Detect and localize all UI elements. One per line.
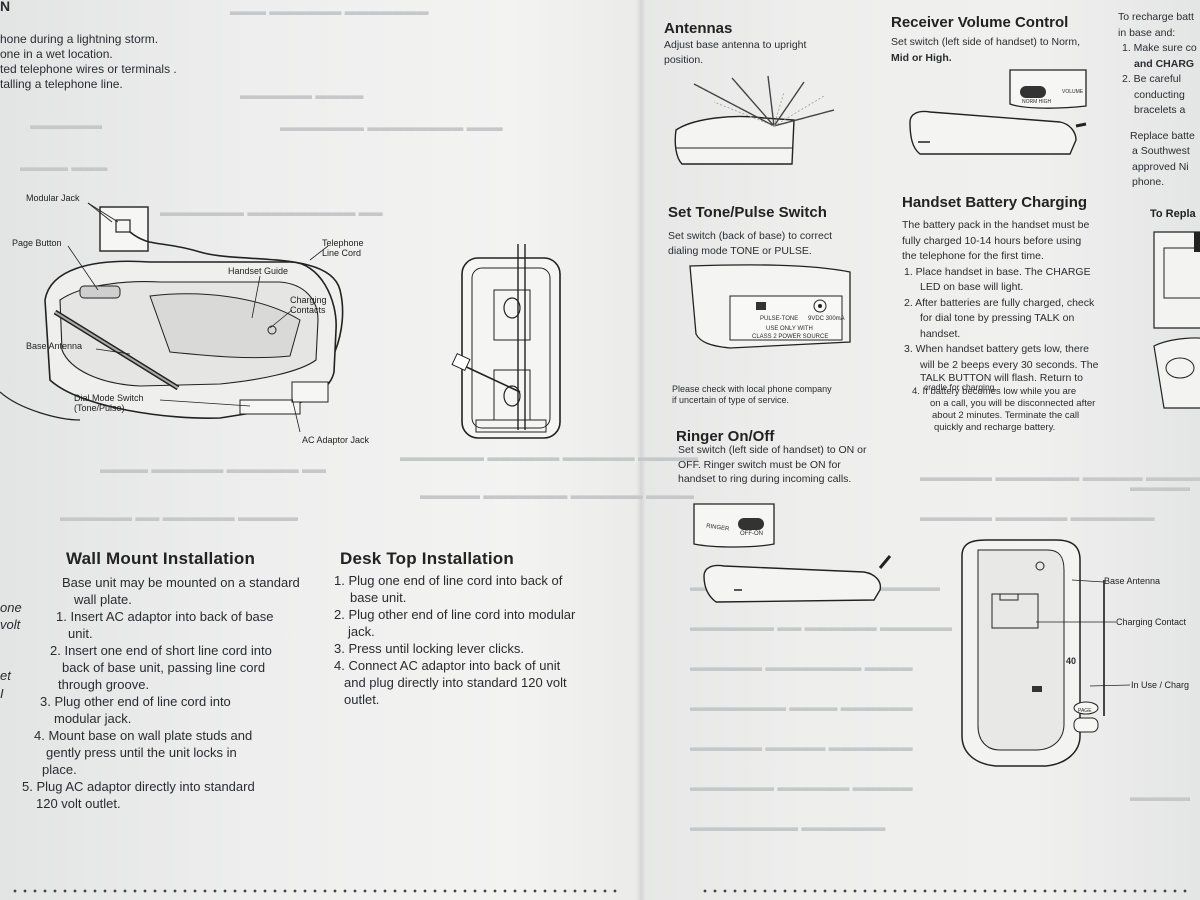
step-line: handset. [902,327,1098,343]
margin-fragment: et [0,667,11,684]
desk-top-title: Desk Top Installation [340,549,514,569]
battery-charging-body: The battery pack in the handset must be … [902,218,1098,392]
desk-top-instructions: 1. Plug one end of line cord into back o… [334,572,614,708]
panel-label-voltage: 9VDC 300mA [808,316,845,322]
step-line: 3. Press until locking lever clicks. [334,640,614,657]
perforation-left [10,888,620,894]
body-line: Set switch (left side of handset) to Nor… [891,34,1080,50]
receiver-volume-body: Set switch (left side of handset) to Nor… [891,34,1080,66]
receiver-volume-title: Receiver Volume Control [891,14,1068,31]
margin-fragment: I [0,685,4,702]
step-line: LED on base will light. [902,280,1098,296]
step-line: outlet. [334,691,614,708]
body-line: position. [664,53,806,68]
step-line: 1. Insert AC adaptor into back of base [22,608,322,625]
battery-charging-title: Handset Battery Charging [902,194,1087,211]
margin-fragment: volt [0,616,20,633]
margin-fragment: one [0,599,22,616]
antenna-positions-illustration [664,78,864,178]
panel-label-use-only: USE ONLY WITH [766,326,813,332]
ringer-body: Set switch (left side of handset) to ON … [678,443,867,487]
step-line: about 2 minutes. Terminate the call [912,410,1095,422]
note-line: approved Ni [1118,160,1200,176]
note-line: 1. Make sure co [1118,41,1200,57]
note-line: 2. Be careful [1118,72,1200,88]
handset-leader-lines [1000,560,1200,760]
step-line: back of base unit, passing line cord [22,659,322,676]
step-line: 2. Insert one end of short line cord int… [22,642,322,659]
tone-pulse-body: Set switch (back of base) to correct dia… [668,229,832,259]
panel-label-class2: CLASS 2 POWER SOURCE [752,334,828,340]
intro-line: fully charged 10-14 hours before using [902,234,1098,250]
step-line: 3. Plug other end of line cord into [22,693,322,710]
step-line: 2. Plug other end of line cord into modu… [334,606,614,623]
volume-switch-label-volume: VOLUME [1062,89,1083,95]
panel-label-pulse-tone: PULSE-TONE [760,316,798,322]
wall-mount-title: Wall Mount Installation [66,549,255,569]
step-line: gently press until the unit locks in [22,744,322,761]
note-line: a Southwest [1118,144,1200,160]
step-line: 5. Plug AC adaptor directly into standar… [22,778,322,795]
step-line: 3. When handset battery gets low, there [902,342,1098,358]
step-line: 4. Connect AC adaptor into back of unit [334,657,614,674]
handset-volume-illustration [900,66,1120,176]
step-line: jack. [334,623,614,640]
recharge-note: To recharge batt in base and: 1. Make su… [1118,10,1200,191]
step-line: quickly and recharge battery. [912,422,1095,434]
to-replace-title: To Repla [1150,208,1196,220]
intro-line: Base unit may be mounted on a standard [22,574,322,591]
perforation-right [700,888,1190,894]
step-line: on a call, you will be disconnected afte… [912,398,1095,410]
note-line: in base and: [1118,26,1200,42]
body-line: handset to ring during incoming calls. [678,472,867,487]
note-line: bracelets a [1118,103,1200,119]
body-line: Mid or High. [891,50,1080,66]
intro-line: wall plate. [22,591,322,608]
step-line: 4. Mount base on wall plate studs and [22,727,322,744]
step-line: modular jack. [22,710,322,727]
battery-charging-step4: 4. If battery becomes low while you are … [912,386,1095,434]
note-line: To recharge batt [1118,10,1200,26]
body-line: Set switch (back of base) to correct [668,229,832,244]
body-line: Adjust base antenna to upright [664,38,806,53]
step-line: place. [22,761,322,778]
step-line: 1. Place handset in base. The CHARGE [902,265,1098,281]
wall-mount-back-illustration [0,0,640,460]
service-note: Please check with local phone company if… [672,384,832,406]
body-line: OFF. Ringer switch must be ON for [678,458,867,473]
step-line: will be 2 beeps every 30 seconds. The [902,358,1098,374]
volume-switch-label-norm: NORM HIGH [1022,99,1051,105]
body-line: Set switch (left side of handset) to ON … [678,443,867,458]
step-line: 1. Plug one end of line cord into back o… [334,572,614,589]
wall-mount-instructions: Base unit may be mounted on a standard w… [22,574,322,812]
body-line: dialing mode TONE or PULSE. [668,244,832,259]
step-line: unit. [22,625,322,642]
tone-pulse-title: Set Tone/Pulse Switch [668,204,827,221]
antennas-title: Antennas [664,20,732,37]
ringer-switch-label-off-on: OFF-ON [740,531,763,537]
step-line: 120 volt outlet. [22,795,322,812]
note-line: Please check with local phone company [672,384,832,395]
step-line: 4. If battery becomes low while you are [912,386,1095,398]
step-line: through groove. [22,676,322,693]
note-line: phone. [1118,175,1200,191]
handset-ringer-illustration [694,496,914,606]
note-line: if uncertain of type of service. [672,395,832,406]
step-line: for dial tone by pressing TALK on [902,311,1098,327]
note-line: and CHARG [1118,57,1200,73]
note-line: Replace batte [1118,129,1200,145]
note-line: conducting [1118,88,1200,104]
antennas-body: Adjust base antenna to upright position. [664,38,806,68]
step-line: base unit. [334,589,614,606]
intro-line: the telephone for the first time. [902,249,1098,265]
step-line: and plug directly into standard 120 volt [334,674,614,691]
battery-replace-illustration [1150,228,1200,418]
intro-line: The battery pack in the handset must be [902,218,1098,234]
step-line: 2. After batteries are fully charged, ch… [902,296,1098,312]
